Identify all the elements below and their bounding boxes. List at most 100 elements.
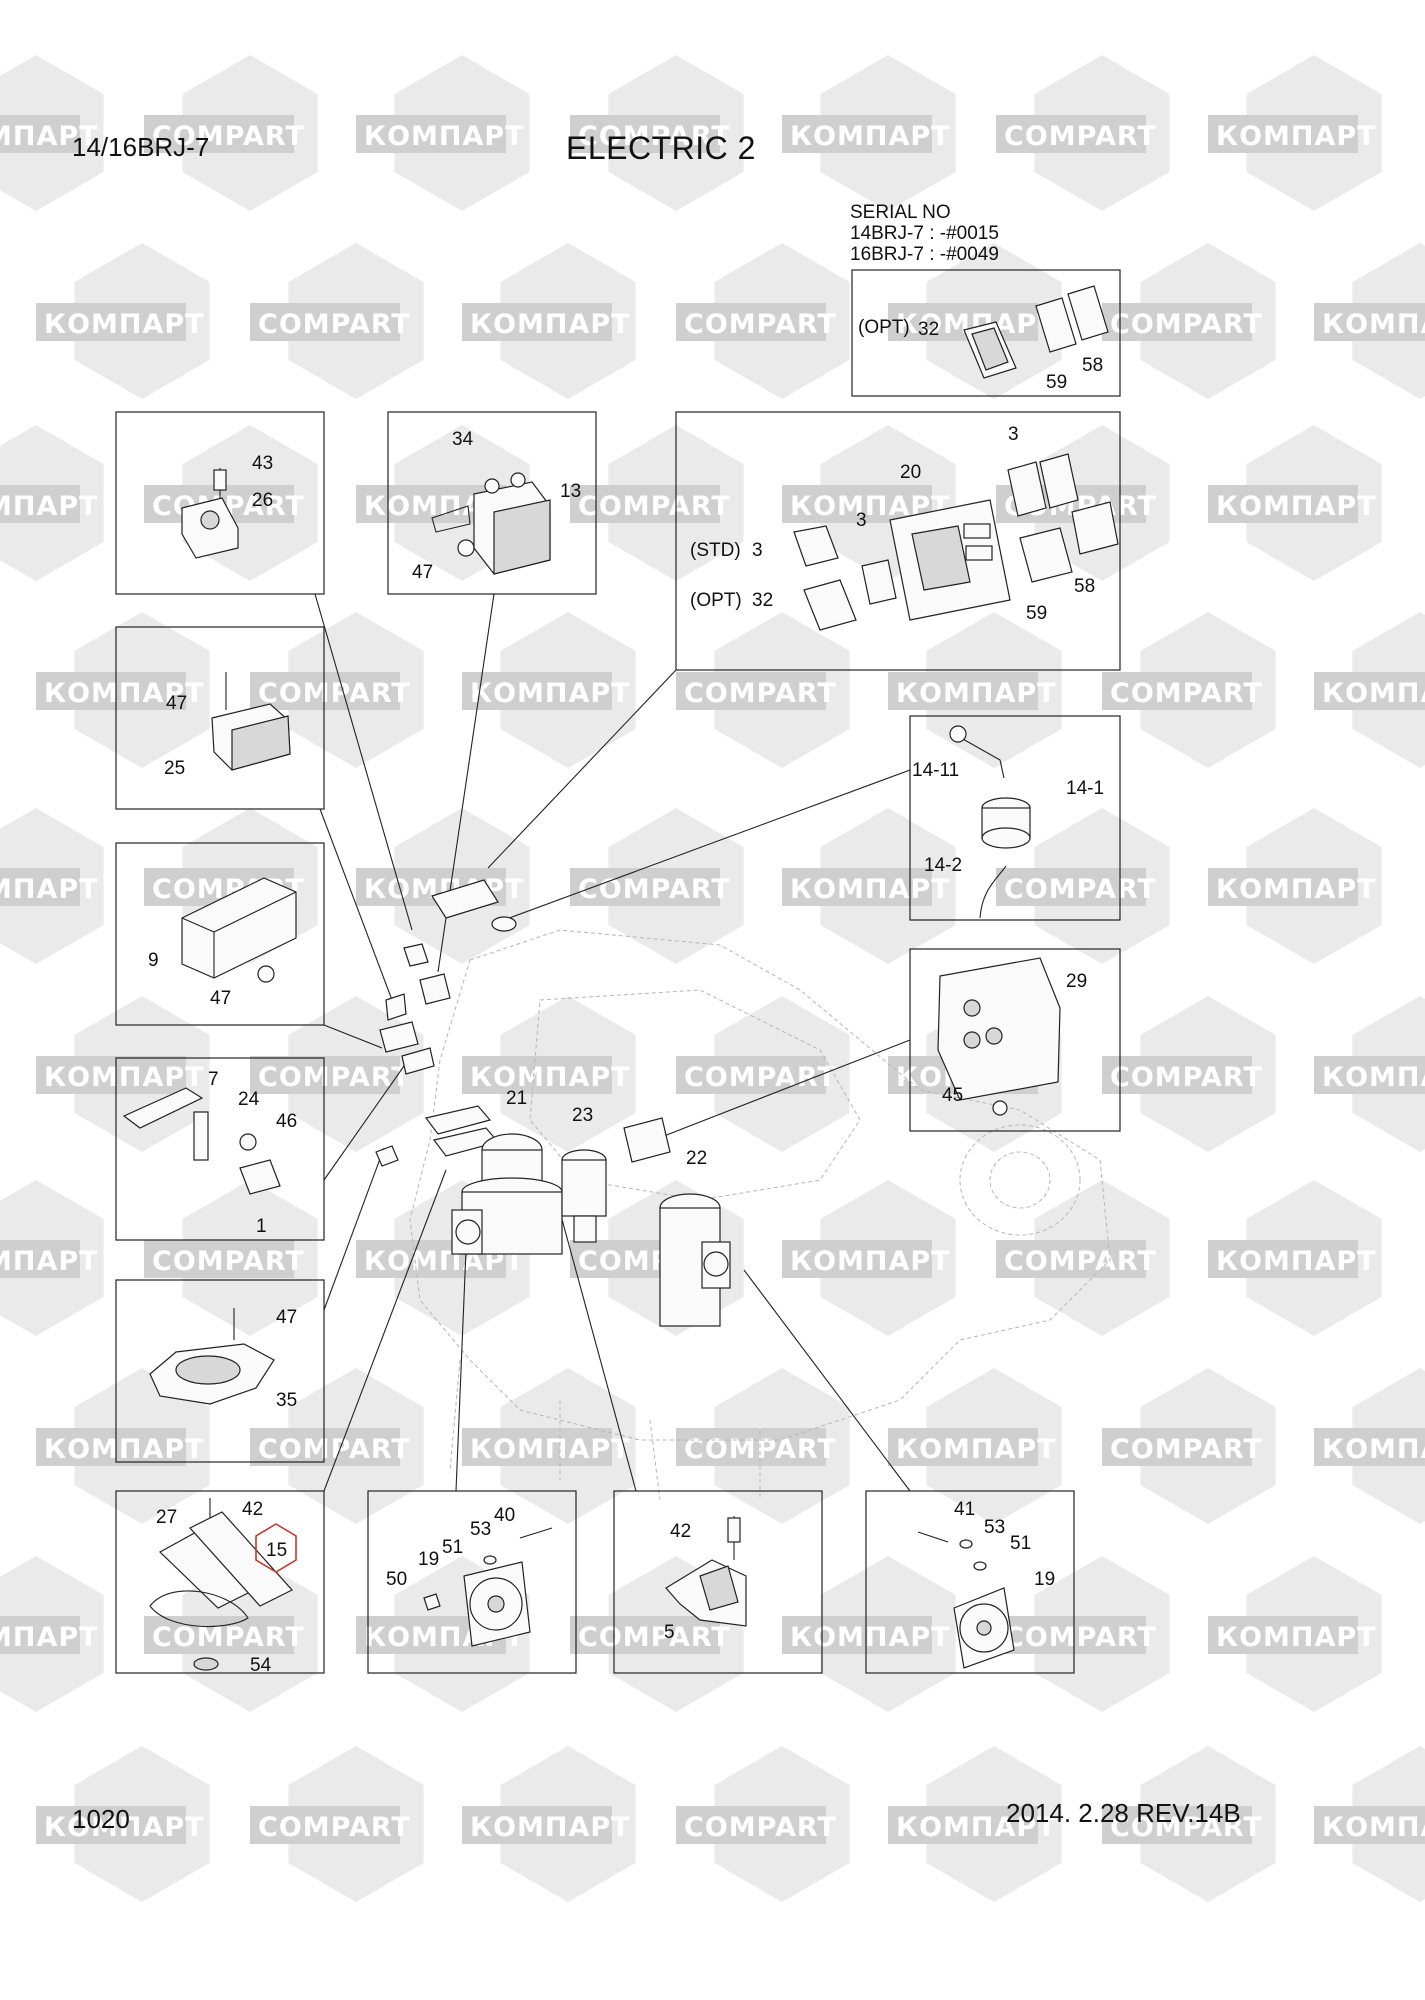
watermark-text: КОМПАРТ [470,678,631,709]
watermark-band [570,868,720,906]
watermark-text: COMPART [1004,1246,1157,1277]
resistor-box [115,842,325,1026]
watermark-band [462,1428,612,1466]
label-opt-cluster: (OPT) [690,590,742,611]
cluster-assembly-center-parts [375,879,671,1167]
relay-box [387,411,597,595]
watermark-band [1314,672,1425,710]
label-1: 1 [256,1216,267,1237]
watermark-band [1208,485,1358,523]
motor-mount-part [665,1516,747,1627]
watermark-text: КОМПАРТ [0,491,99,522]
watermark-text: КОМПАРТ [1216,874,1377,905]
label-3-std: 3 [752,540,763,561]
serial-note: SERIAL NO 14BRJ-7 : -#0015 16BRJ-7 : -#0… [850,202,999,265]
watermark-text: COMPART [1004,874,1157,905]
watermark-text: КОМПАРТ [0,1246,99,1277]
serial-line-16brj: 16BRJ-7 : -#0049 [850,244,999,265]
label-19-fan2: 19 [1034,1569,1055,1590]
watermark-text: COMPART [258,678,411,709]
watermark-band [144,1240,294,1278]
resistor-part [181,877,297,983]
watermark-text: COMPART [1110,309,1263,340]
label-7: 7 [208,1069,219,1090]
watermark-band [36,1806,186,1844]
watermark-text: КОМПАРТ [790,1246,951,1277]
watermark-band [996,1616,1146,1654]
watermark-band [888,1428,1038,1466]
label-59-serial: 59 [1046,372,1067,393]
highlight-hexagon-15 [255,1523,297,1573]
watermark-text: COMPART [258,1812,411,1843]
label-14-11: 14-11 [912,760,959,781]
watermark-band [144,1616,294,1654]
watermark-text: КОМПАРТ [790,121,951,152]
watermark-band [1314,1428,1425,1466]
watermark-text: КОМПАРТ [896,1434,1057,1465]
label-std: (STD) [690,540,741,561]
watermark-band [462,303,612,341]
watermark-text: КОМПАРТ [1216,121,1377,152]
watermark-text: КОМПАРТ [44,309,205,340]
label-59-cluster: 59 [1026,603,1047,624]
watermark-text: COMPART [578,491,731,522]
watermark-band [782,1616,932,1654]
label-46: 46 [276,1111,297,1132]
label-58-cluster: 58 [1074,576,1095,597]
watermark-band [462,1806,612,1844]
watermark-text: КОМПАРТ [896,1812,1057,1843]
horn-box [115,1279,325,1463]
rocker-switch-parts-serial [963,285,1109,379]
watermark-text: КОМПАРТ [1322,1434,1425,1465]
label-47-resistor: 47 [210,988,231,1009]
watermark-text: COMPART [684,678,837,709]
label-14-2: 14-2 [924,855,962,876]
watermark-band [676,303,826,341]
watermark-text: COMPART [258,1434,411,1465]
pump-motor-part [424,1105,607,1255]
label-32-serial: 32 [918,319,939,340]
buzzer-box [115,1057,325,1241]
label-9: 9 [148,950,159,971]
label-3-top: 3 [1008,424,1019,445]
watermark-band [0,1240,80,1278]
pedal-box [115,1490,325,1674]
watermark-band [782,115,932,153]
watermark-text: КОМПАРТ [790,1622,951,1653]
model-label: 14/16BRJ-7 [72,132,210,162]
fuse-box [115,626,325,810]
socket-box [115,411,325,595]
watermark-text: COMPART [578,1622,731,1653]
watermark-band [356,115,506,153]
watermark-text: COMPART [1110,1812,1263,1843]
buzzer-relay-part [122,1087,281,1195]
watermark-text: КОМПАРТ [1322,309,1425,340]
label-29: 29 [1066,971,1087,992]
key-switch-part [949,725,1031,919]
watermark-band [782,868,932,906]
watermark-band [250,1056,400,1094]
watermark-band [36,672,186,710]
label-40: 40 [494,1505,515,1526]
cooling-fan-2-part [917,1531,1015,1669]
watermark-text: КОМПАРТ [0,1622,99,1653]
label-43: 43 [252,453,273,474]
watermark-text: КОМПАРТ [44,1062,205,1093]
watermark-text: КОМПАРТ [44,1434,205,1465]
watermark-text: КОМПАРТ [790,874,951,905]
watermark-text: COMPART [1110,1434,1263,1465]
label-24: 24 [238,1089,260,1110]
watermark-band [996,868,1146,906]
watermark-text: COMPART [1004,121,1157,152]
watermark-text: КОМПАРТ [1216,491,1377,522]
watermark-text: COMPART [258,309,411,340]
watermark-band [996,1240,1146,1278]
watermark-band [250,1428,400,1466]
label-47-horn: 47 [276,1307,297,1328]
label-54: 54 [250,1655,272,1676]
watermark-band [1208,1616,1358,1654]
watermark-band [676,1428,826,1466]
watermark-text: КОМПАРТ [1322,1812,1425,1843]
instrument-cluster-part [793,453,1119,631]
horn-part [149,1308,275,1405]
